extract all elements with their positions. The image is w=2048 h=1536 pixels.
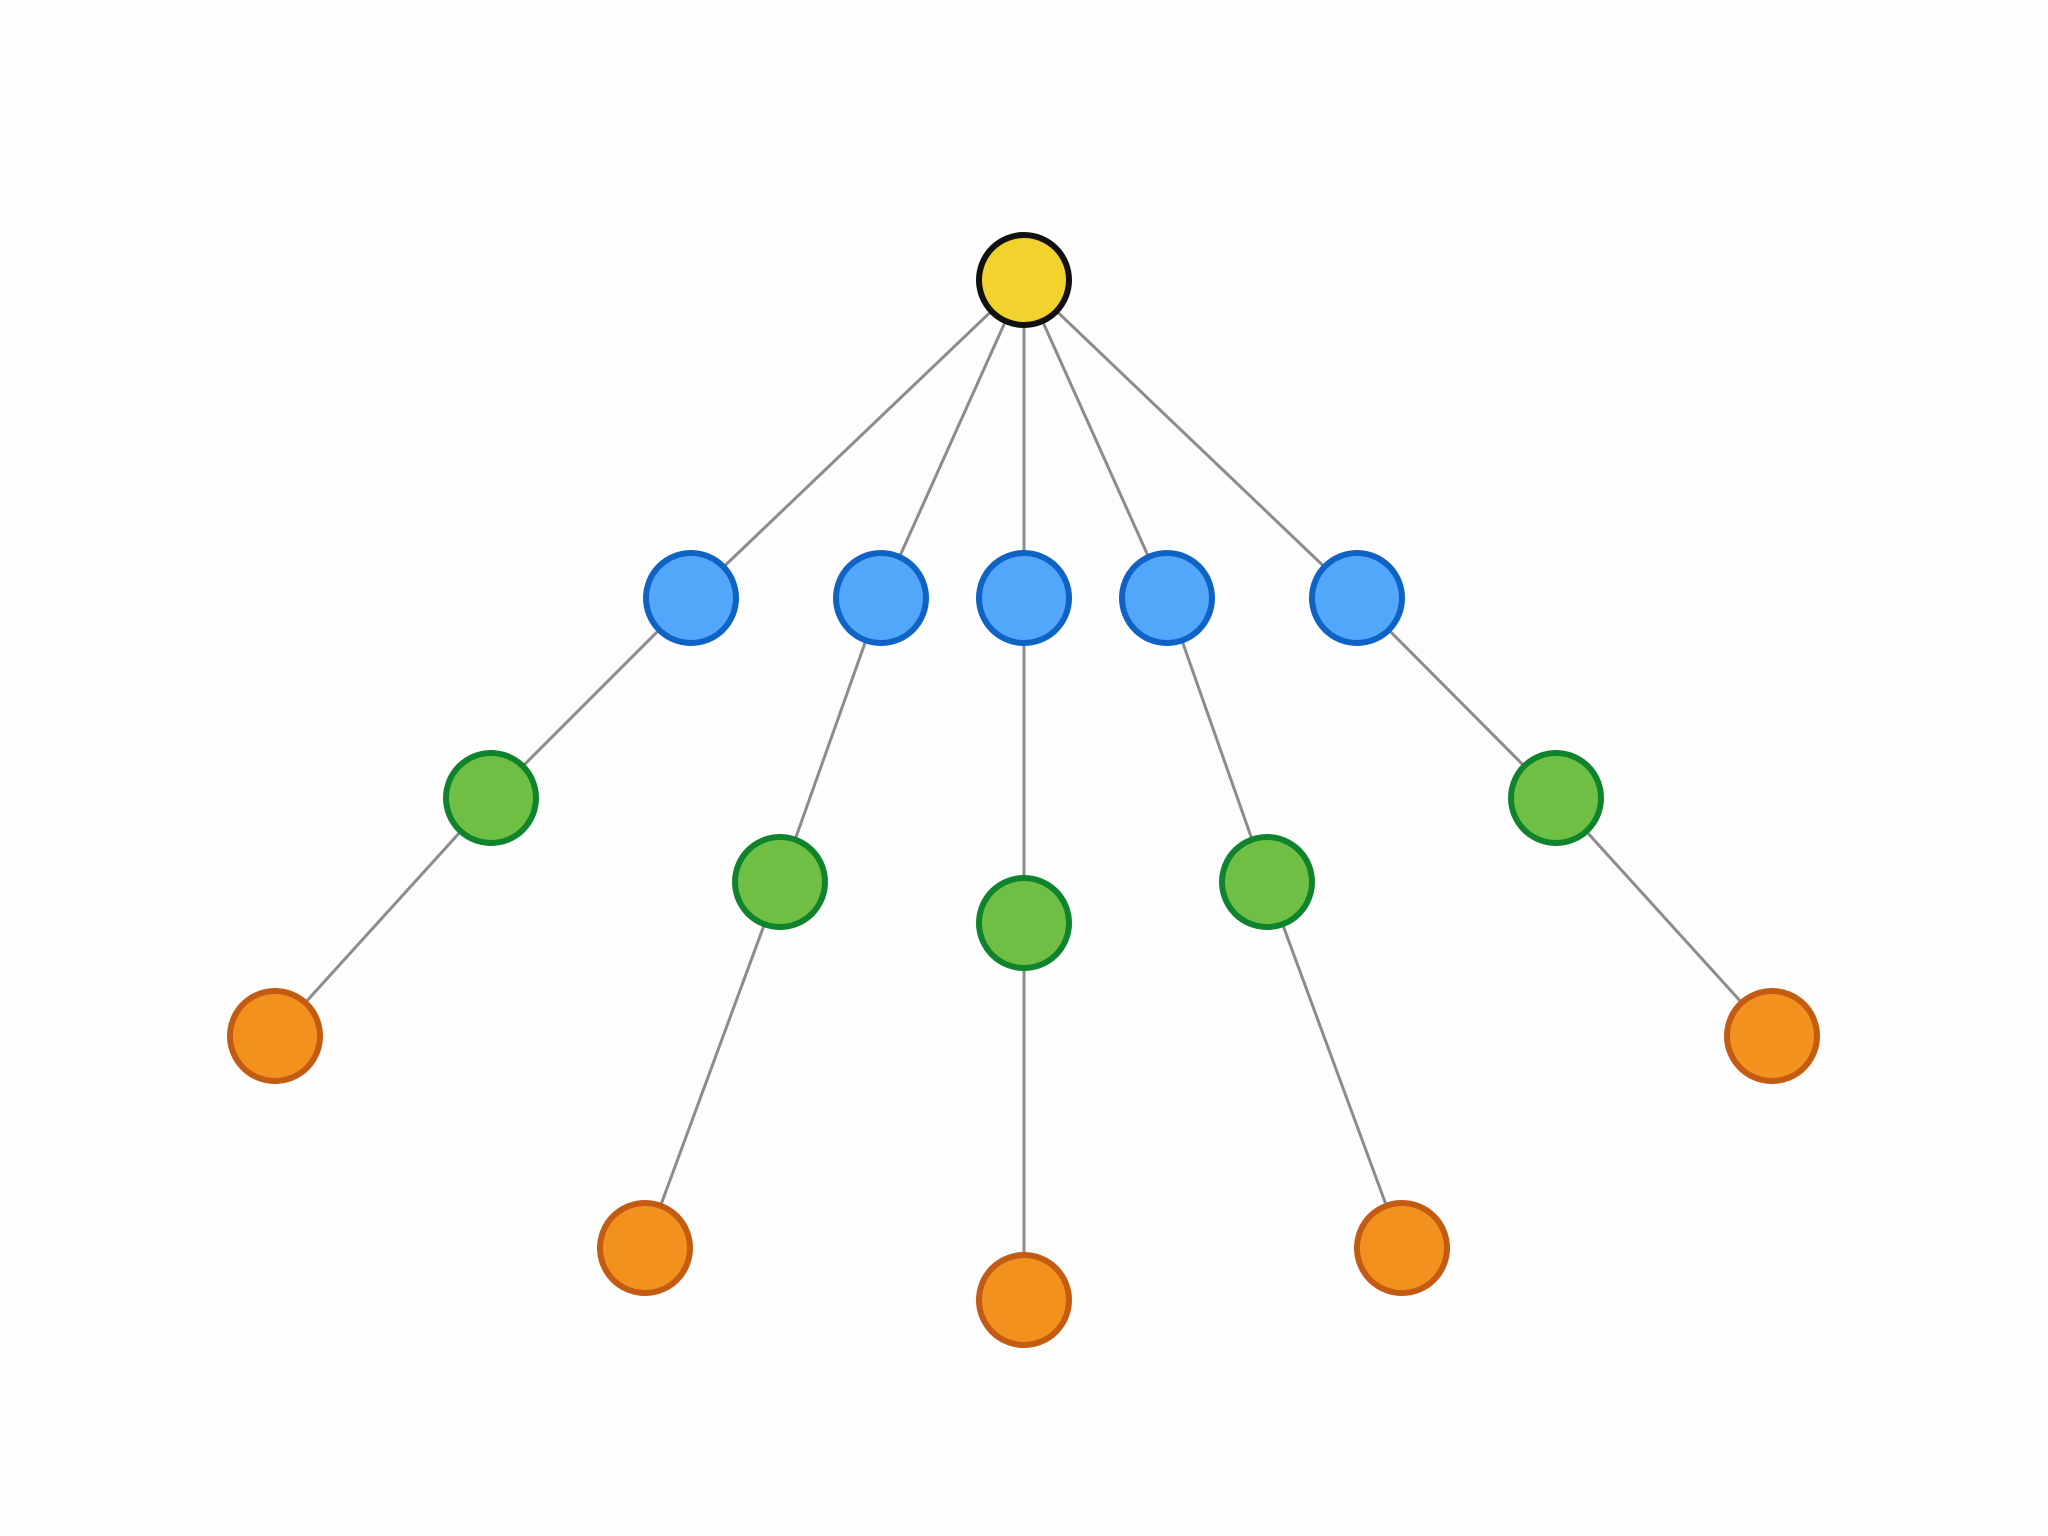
edge-b2-g2 [778,596,883,884]
edge-root-b2 [879,278,1026,600]
tree-node-g3 [976,875,1072,971]
tree-node-o2 [597,1200,693,1296]
edge-g5-o5 [1554,796,1774,1038]
tree-node-o4 [1354,1200,1450,1296]
tree-node-b4 [1119,550,1215,646]
root-node [976,232,1072,328]
edge-b4-g4 [1165,596,1269,884]
tree-node-g1 [443,750,539,846]
tree-node-b2 [833,550,929,646]
edge-root-b1 [689,278,1026,600]
node-layer [227,232,1820,1348]
edge-g2-o2 [643,880,782,1250]
tree-node-o3 [976,1252,1072,1348]
edge-g4-o4 [1265,880,1404,1250]
tree-node-o5 [1724,988,1820,1084]
tree-node-b1 [643,550,739,646]
tree-node-g2 [732,834,828,930]
edge-root-b5 [1022,278,1359,600]
tree-node-o1 [227,988,323,1084]
edge-root-b4 [1022,278,1169,600]
tree-node-g5 [1508,750,1604,846]
tree-node-b3 [976,550,1072,646]
tree-node-b5 [1309,550,1405,646]
tree-node-g4 [1219,834,1315,930]
edge-g1-o1 [273,796,493,1038]
